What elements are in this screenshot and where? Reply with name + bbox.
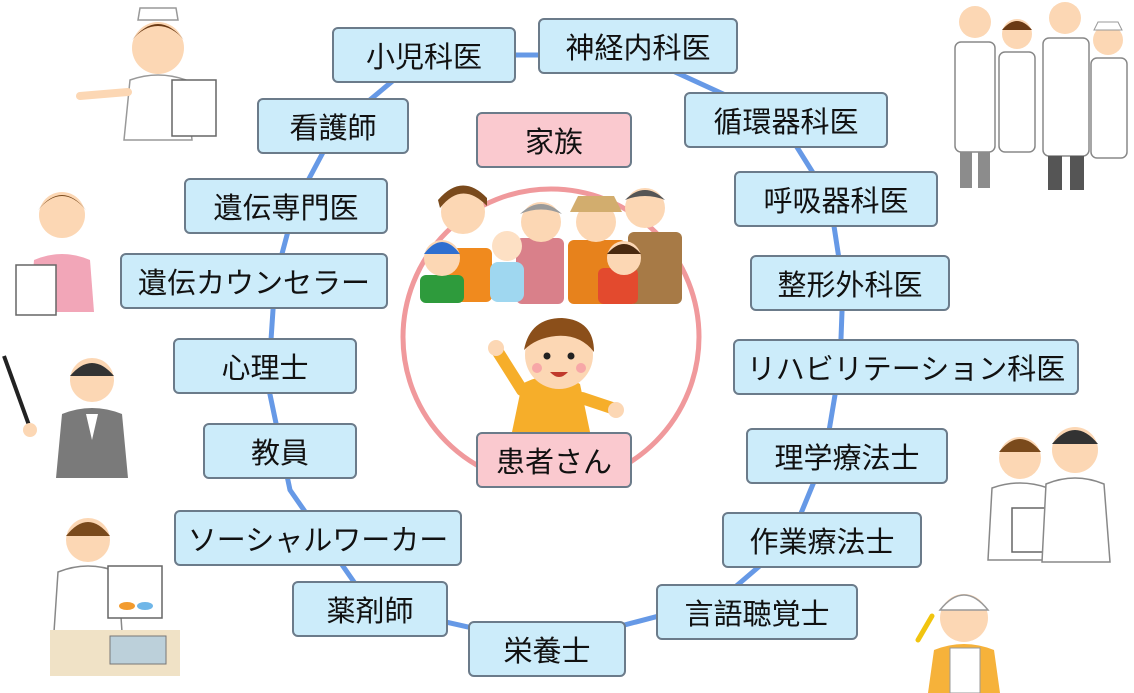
patient-box: 患者さん xyxy=(476,432,632,488)
pediatrician-box: 小児科医 xyxy=(332,27,516,83)
physical-therapist-box: 理学療法士 xyxy=(746,428,948,484)
occupational-therapist-box: 作業療法士 xyxy=(722,512,922,568)
dietitian-box: 栄養士 xyxy=(468,621,626,677)
speech-therapist-box: 言語聴覚士 xyxy=(656,584,858,640)
genetic-counselor-illustration xyxy=(15,192,94,316)
therapists-illustration xyxy=(987,427,1111,563)
teacher-illustration xyxy=(2,355,128,478)
psychologist-box: 心理士 xyxy=(173,338,357,394)
orthopedist-box: 整形外科医 xyxy=(750,255,950,311)
geneticist-box: 遺伝専門医 xyxy=(184,178,388,234)
genetic-counselor-box: 遺伝カウンセラー xyxy=(120,253,388,309)
dietitian-illustration xyxy=(915,594,1000,693)
nurse-illustration xyxy=(76,7,217,141)
pharmacist-illustration xyxy=(50,518,180,676)
teacher-box: 教員 xyxy=(203,423,357,479)
rehab-physician-box: リハビリテーション科医 xyxy=(733,339,1079,395)
nurse-box: 看護師 xyxy=(257,98,409,154)
social-worker-box: ソーシャルワーカー xyxy=(174,510,462,566)
staff-group-illustration xyxy=(954,2,1128,190)
family-illustration xyxy=(420,185,682,304)
neurologist-box: 神経内科医 xyxy=(538,18,738,74)
pharmacist-box: 薬剤師 xyxy=(292,581,448,637)
cardiologist-box: 循環器科医 xyxy=(684,92,888,148)
pulmonologist-box: 呼吸器科医 xyxy=(734,171,938,227)
patient-child-illustration xyxy=(488,318,624,432)
family-box: 家族 xyxy=(476,112,632,168)
